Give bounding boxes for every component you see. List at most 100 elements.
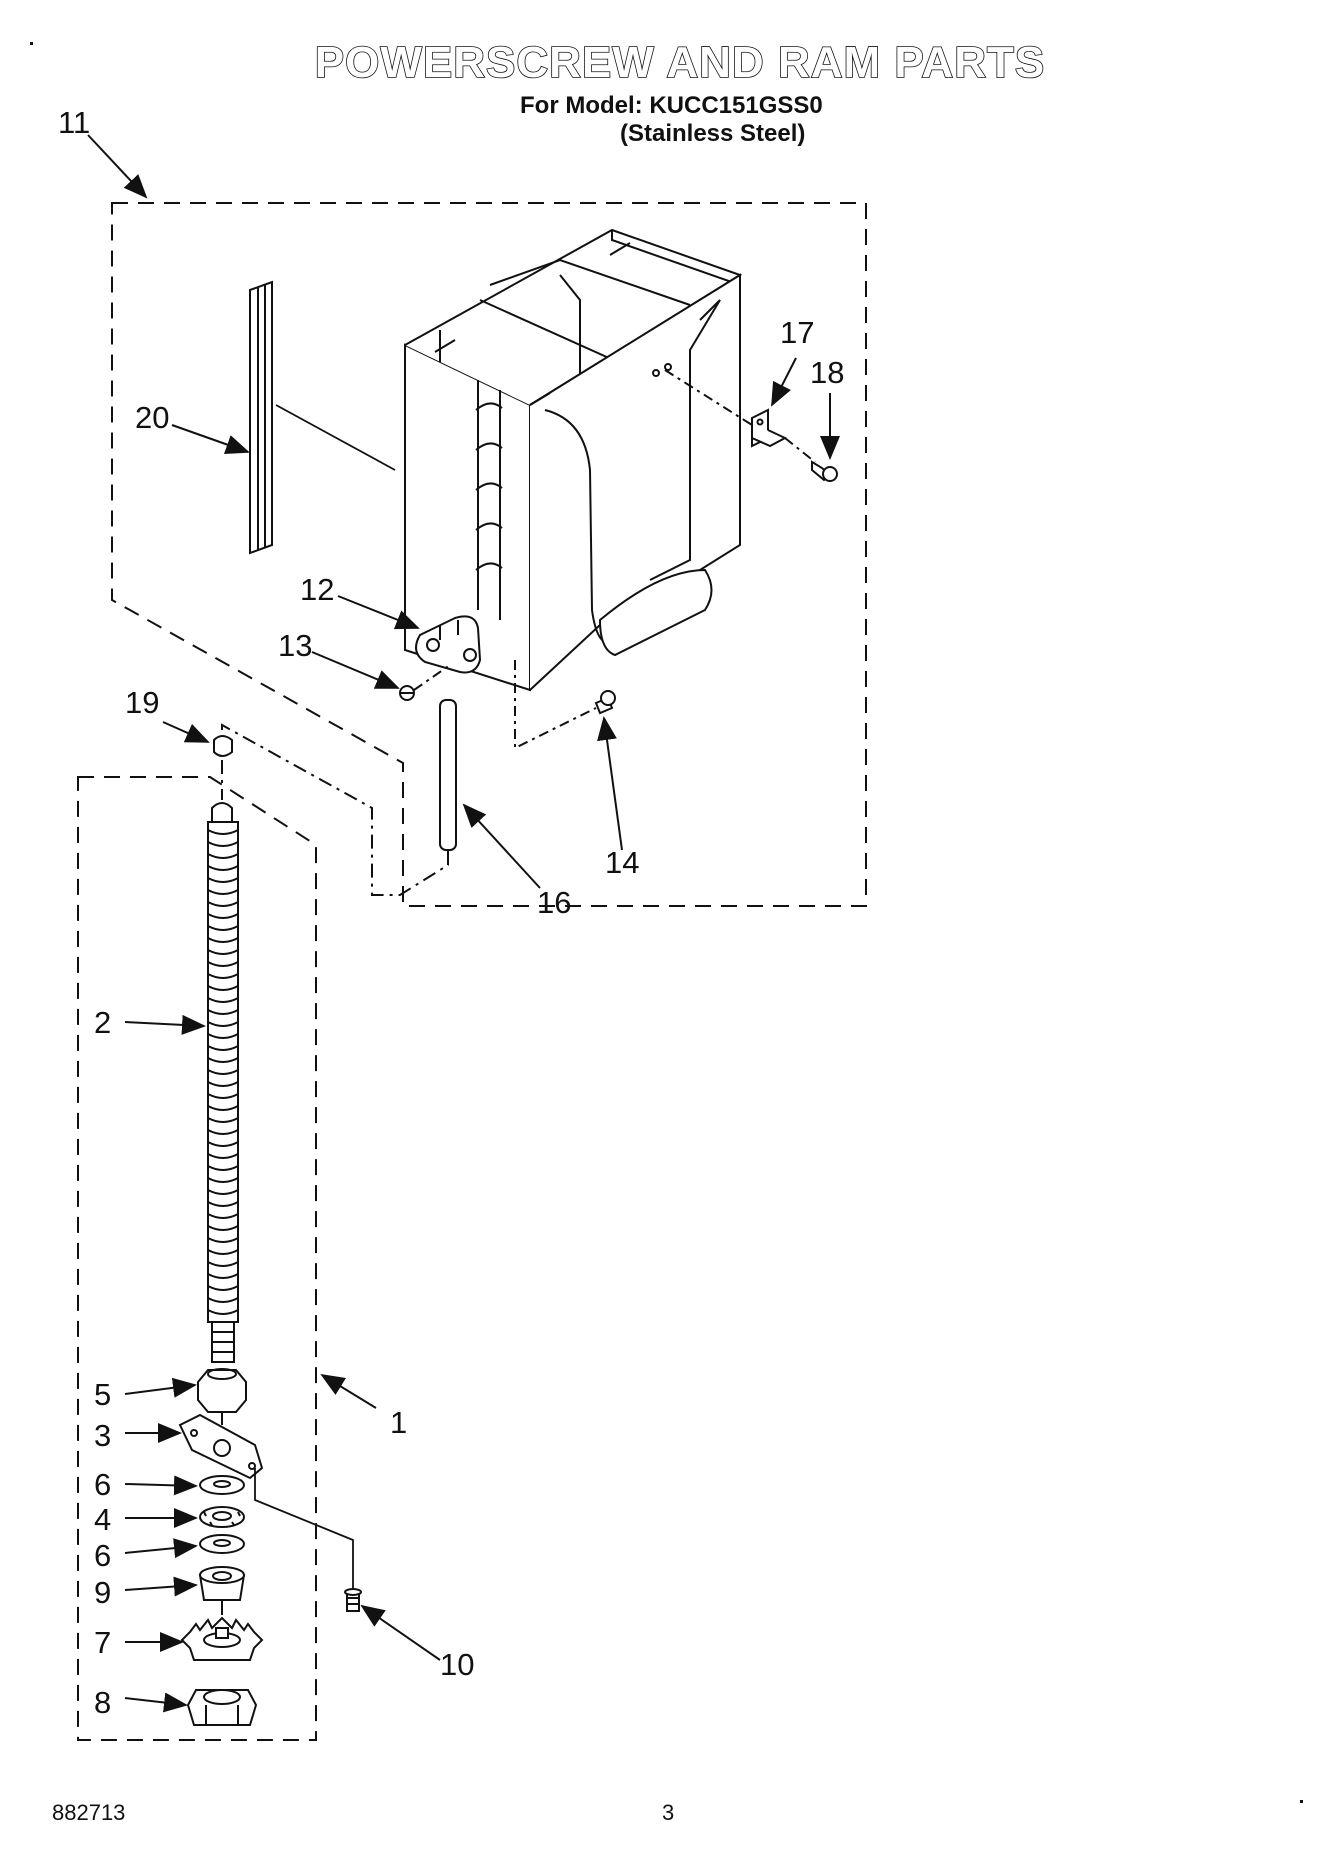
thread-ring: [207, 1189, 239, 1195]
thread-ring: [207, 985, 239, 991]
callout-6-bottom: 6: [94, 1538, 112, 1573]
thread-ring: [207, 1129, 239, 1135]
thread-ring: [207, 1069, 239, 1075]
thread-ring: [207, 1033, 239, 1039]
callout-5: 5: [94, 1377, 112, 1412]
callout-8: 8: [94, 1685, 112, 1720]
callout-13: 13: [278, 628, 313, 663]
thread-ring: [207, 1297, 239, 1303]
thread-ring: [207, 853, 239, 859]
callout-1: 1: [390, 1405, 408, 1440]
part-9-cup: [198, 1566, 246, 1615]
part-14-screw: [594, 690, 616, 715]
ram-box: [404, 228, 743, 692]
leader-20: [171, 424, 250, 455]
leader-14: [597, 716, 623, 851]
part-3-plate: [178, 1413, 264, 1480]
thread-ring: [207, 949, 239, 955]
thread-ring: [207, 913, 239, 919]
powerscrew-assembly-boundary: [77, 776, 317, 1741]
thread-ring: [207, 973, 239, 979]
thread-ring: [207, 865, 239, 871]
leader-8: [124, 1692, 188, 1713]
part-20-wiper-strip: [249, 280, 396, 555]
thread-ring: [207, 841, 239, 847]
leader-12: [337, 595, 420, 630]
part-13-clip: [399, 685, 415, 701]
leader-13: [311, 651, 400, 689]
model-line: For Model: KUCC151GSS0: [520, 92, 823, 119]
thread-ring: [207, 1153, 239, 1159]
thread-ring: [207, 1009, 239, 1015]
thread-ring: [207, 1225, 239, 1231]
thread-ring: [207, 1201, 239, 1207]
thread-ring: [207, 1309, 239, 1315]
part-6-washer-top: [199, 1475, 245, 1495]
callout-9: 9: [94, 1575, 112, 1610]
part-10-screw: [344, 1588, 362, 1612]
thread-ring: [207, 901, 239, 907]
part-18-screw: [811, 460, 838, 482]
ram-assembly-boundary: [111, 202, 867, 907]
leader-6a: [124, 1475, 198, 1496]
thread-ring: [207, 1213, 239, 1219]
thread-ring: [207, 1249, 239, 1255]
thread-ring: [207, 1045, 239, 1051]
thread-ring: [207, 1141, 239, 1147]
part-17-bracket: [751, 408, 788, 448]
callout-leaders: [87, 134, 840, 1713]
callout-7: 7: [94, 1625, 112, 1660]
document-number: 882713: [52, 1800, 126, 1825]
leader-10-dashed: [254, 1468, 354, 1590]
thread-ring: [207, 1093, 239, 1099]
callout-4: 4: [94, 1502, 112, 1537]
leader-14-dashed: [514, 660, 597, 750]
thread-ring: [207, 1057, 239, 1063]
leader-18-dashed: [784, 437, 816, 463]
thread-ring: [207, 997, 239, 1003]
part-7-sprocket: [180, 1616, 264, 1661]
callout-11: 11: [58, 105, 91, 140]
thread-ring: [207, 889, 239, 895]
thread-ring: [207, 961, 239, 967]
thread-ring: [207, 1081, 239, 1087]
thread-ring: [207, 829, 239, 835]
part-2-powerscrew: [207, 802, 239, 1363]
leader-13-dashed: [413, 664, 451, 691]
leader-9: [124, 1576, 198, 1597]
leader-17-dashed: [664, 369, 753, 426]
thread-ring: [207, 937, 239, 943]
part-6-washer-bottom: [199, 1534, 245, 1554]
thread-ring: [207, 1165, 239, 1171]
thread-ring: [207, 1261, 239, 1267]
scan-speck: [1300, 1800, 1303, 1803]
callout-12: 12: [300, 572, 335, 607]
callout-20: 20: [135, 400, 170, 435]
leader-11: [87, 134, 148, 199]
leader-10: [360, 1604, 441, 1661]
variant-line: (Stainless Steel): [620, 120, 806, 147]
part-5-bearing: [197, 1368, 247, 1425]
ram-thread-guide: [475, 380, 503, 620]
leader-19: [162, 721, 210, 743]
callout-18: 18: [810, 355, 845, 390]
thread-ring: [207, 1117, 239, 1123]
leader-2: [124, 1014, 206, 1035]
thread-ring: [207, 1105, 239, 1111]
thread-ring: [207, 1285, 239, 1291]
callout-19: 19: [125, 685, 160, 720]
part-16-pin: [439, 699, 457, 851]
callout-14: 14: [605, 845, 640, 880]
leader-19-dashed: [221, 723, 449, 896]
callout-6-top: 6: [94, 1467, 112, 1502]
callout-16: 16: [537, 885, 572, 920]
leader-17: [771, 357, 797, 407]
part-19-cap: [213, 735, 233, 757]
thread-ring: [207, 1021, 239, 1027]
part-4-bearing-washer: [199, 1506, 245, 1528]
page-title: POWERSCREW AND RAM PARTS: [314, 37, 1046, 88]
thread-ring: [207, 1273, 239, 1279]
part-12-ram-link: [415, 615, 482, 674]
leader-16: [462, 803, 541, 889]
